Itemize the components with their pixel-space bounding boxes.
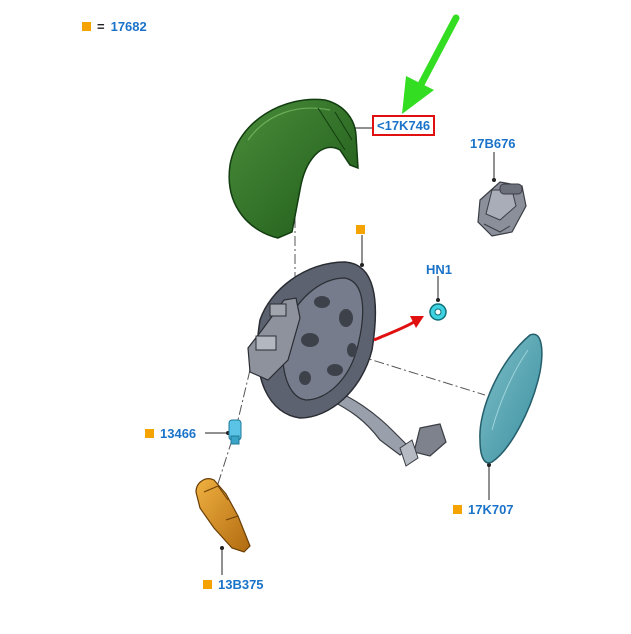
bullet-square-icon <box>145 429 154 439</box>
bullet-square-icon <box>203 580 212 590</box>
callout-bulb: 13466 <box>145 426 196 442</box>
green-pointer-arrow <box>402 14 460 114</box>
mirror-housing-part <box>247 261 447 467</box>
clip-part <box>429 303 447 321</box>
legend-row: = 17682 <box>82 19 147 35</box>
callout-clip-label[interactable]: HN1 <box>426 262 453 277</box>
callout-bulb-label[interactable]: 13466 <box>160 426 197 441</box>
callout-glass-label[interactable]: 17K707 <box>468 502 514 517</box>
callout-cover-label[interactable]: <17K746 <box>372 115 436 136</box>
bullet-square-icon <box>356 225 365 235</box>
red-arrow <box>373 316 424 342</box>
callout-glass: 17K707 <box>453 502 514 518</box>
callout-cover: <17K746 <box>372 115 436 136</box>
bulb-part <box>228 419 242 445</box>
callout-lamp: 13B375 <box>203 577 264 593</box>
leader-lines <box>205 127 495 575</box>
legend-equals: = <box>97 19 105 34</box>
bullet-square-icon <box>453 505 462 515</box>
bullet-square-icon <box>82 22 91 32</box>
callout-housing-bullet <box>356 222 371 238</box>
callout-lamp-label[interactable]: 13B375 <box>218 577 264 592</box>
side-lamp-part <box>195 478 251 553</box>
mirror-cover-part <box>228 98 359 239</box>
mirror-glass-part <box>479 333 543 464</box>
legend-part-number[interactable]: 17682 <box>110 19 147 34</box>
callout-motor-label[interactable]: 17B676 <box>470 136 516 151</box>
mirror-motor-part <box>477 181 527 237</box>
